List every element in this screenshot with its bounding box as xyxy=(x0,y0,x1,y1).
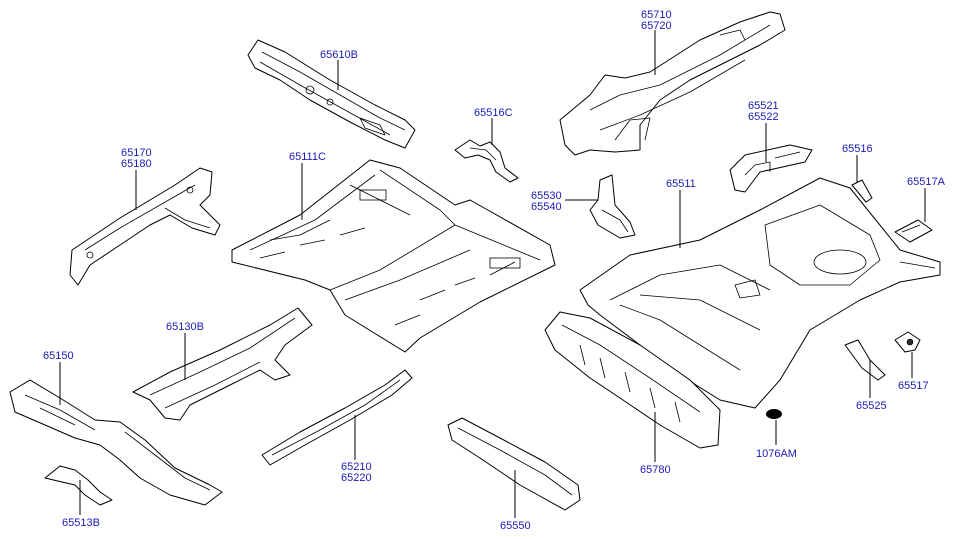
label-65550: 65550 xyxy=(500,520,531,532)
part-65517-bracket xyxy=(894,331,921,353)
label-65210: 65210 xyxy=(341,461,372,473)
label-65111C: 65111C xyxy=(289,151,326,163)
label-65780: 65780 xyxy=(640,464,671,476)
part-65210-side-sill xyxy=(261,369,413,466)
label-65516: 65516 xyxy=(842,143,873,155)
label-1076AM: 1076AM xyxy=(756,448,797,460)
part-labels: 65710 65720 65610B 65516C 65521 65522 65… xyxy=(43,9,946,532)
label-65517A: 65517A xyxy=(907,176,946,188)
label-65513B: 65513B xyxy=(62,517,100,529)
part-65130B-cross-member xyxy=(132,307,313,421)
leader-lines xyxy=(59,30,926,518)
label-65530: 65530 xyxy=(531,190,562,202)
label-65517: 65517 xyxy=(898,380,929,392)
part-65780-rear-member xyxy=(544,311,721,449)
part-65525-bracket xyxy=(844,339,886,381)
part-65521-cross-member xyxy=(729,144,813,193)
label-65610B: 65610B xyxy=(320,49,358,61)
label-65521: 65521 xyxy=(748,100,779,112)
label-65130B: 65130B xyxy=(166,321,204,333)
label-65511: 65511 xyxy=(666,178,696,190)
part-65530-bracket xyxy=(589,174,636,239)
label-65220: 65220 xyxy=(341,472,372,484)
label-65720: 65720 xyxy=(641,20,672,32)
part-65610B-side-member xyxy=(247,39,416,149)
part-1076AM-plug xyxy=(766,409,782,419)
label-65170: 65170 xyxy=(121,147,152,159)
label-65522: 65522 xyxy=(748,111,779,123)
part-65516C-bracket xyxy=(454,139,519,183)
part-65516-bracket xyxy=(851,179,873,203)
label-65150: 65150 xyxy=(43,350,74,362)
label-65710: 65710 xyxy=(641,9,672,21)
part-65513B-bracket xyxy=(44,465,113,506)
label-65516C: 65516C xyxy=(474,107,513,119)
label-65525: 65525 xyxy=(856,400,887,412)
part-65517A-bracket xyxy=(894,219,933,243)
part-65550-sill-channel xyxy=(447,417,581,511)
part-65170-sill-reinforcement xyxy=(69,167,221,286)
part-65111C-front-floor-pan xyxy=(231,159,556,353)
part-65150-front-side-member xyxy=(9,379,223,506)
label-65540: 65540 xyxy=(531,201,562,213)
part-65710-rear-side-member xyxy=(559,11,786,156)
label-65180: 65180 xyxy=(121,158,152,170)
